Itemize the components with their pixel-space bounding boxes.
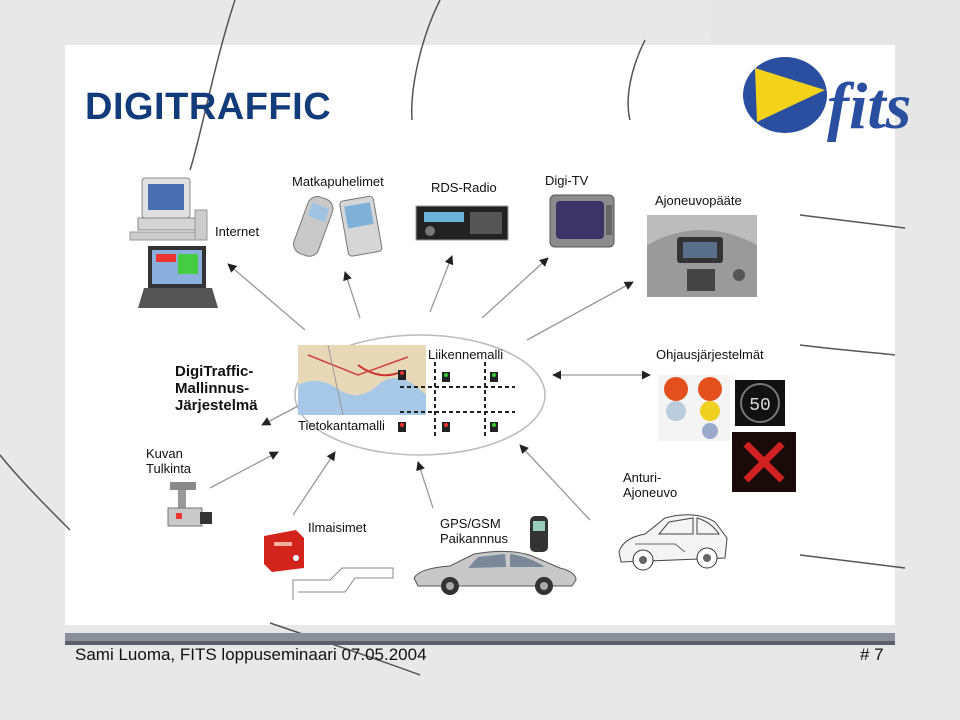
arrow-gps	[416, 461, 434, 509]
arrow-sensor-vehicle	[519, 444, 591, 521]
traffic-network-icon	[398, 362, 515, 437]
fits-logo-icon: fits	[743, 57, 911, 143]
label-digi-tv: Digi-TV	[545, 173, 589, 188]
label-digitraffic-model: DigiTraffic- Mallinnus- Järjestelmä	[175, 363, 258, 414]
logo-text: fits	[827, 70, 911, 143]
arrow-image-interpretation	[209, 451, 279, 489]
label-rds-radio: RDS-Radio	[431, 180, 497, 195]
label-internet: Internet	[215, 224, 260, 239]
label-control-systems: Ohjausjärjestelmät	[656, 347, 764, 362]
arrow-internet	[227, 263, 306, 331]
label-gps-gsm: GPS/GSM Paikannnus	[440, 516, 508, 546]
arrow-tv	[481, 257, 549, 319]
footer-presenter: Sami Luoma, FITS loppuseminaari 07.05.20…	[75, 645, 427, 664]
database-map-icon	[298, 345, 426, 415]
camera-icon	[167, 482, 212, 527]
lane-closed-sign-icon	[732, 432, 796, 492]
label-detectors: Ilmaisimet	[308, 520, 367, 535]
arrow-radio	[429, 255, 454, 313]
slide-canvas	[65, 45, 895, 625]
footer-bar	[65, 633, 895, 641]
gsm-phone-icon	[530, 516, 548, 552]
central-ellipse	[294, 334, 546, 456]
arrow-phones	[343, 271, 361, 319]
car-dashboard-icon	[647, 215, 757, 297]
arrow-model-system	[261, 404, 301, 426]
arrow-vehicle-terminal	[526, 281, 634, 341]
label-phones: Matkapuhelimet	[292, 174, 384, 189]
speed-sign-value: 50	[749, 396, 771, 416]
footer-bar-dark	[65, 641, 895, 645]
label-image-interpretation: Kuvan Tulkinta	[146, 446, 192, 476]
label-vehicle-terminal: Ajoneuvopääte	[655, 193, 742, 208]
computer-icon	[129, 177, 218, 308]
speed-sign-icon: 50	[735, 380, 785, 426]
arrow-detectors	[292, 451, 336, 516]
label-database-model: Tietokantamalli	[298, 418, 385, 433]
label-traffic-model: Liikennemalli	[428, 347, 504, 362]
footer-page-number: # 7	[860, 645, 884, 664]
mobile-phones-icon	[293, 195, 383, 257]
page-title: DIGITRAFFIC	[85, 86, 332, 128]
car-radio-icon	[415, 205, 509, 241]
sensor-car-icon	[618, 514, 728, 571]
television-icon	[549, 194, 615, 248]
label-sensor-vehicle: Anturi- Ajoneuvo	[623, 470, 678, 500]
traffic-lights-icon	[658, 375, 730, 441]
detector-device-icon	[264, 530, 304, 572]
car-icon	[413, 550, 577, 595]
